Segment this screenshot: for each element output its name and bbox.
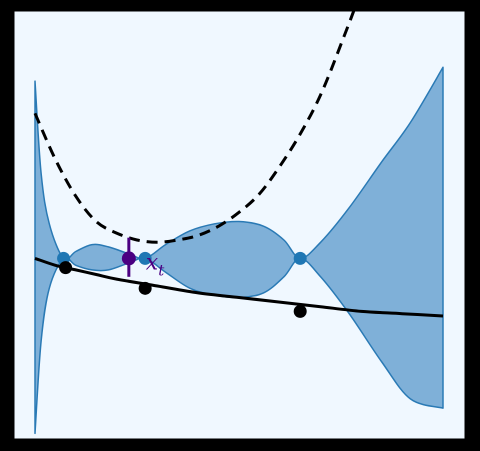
confidence-band: [34, 66, 444, 435]
xt-annotation: xt: [146, 250, 165, 279]
observation-point: [293, 251, 307, 265]
line-point: [138, 281, 152, 295]
line-point: [293, 304, 307, 318]
series-layer: [33, 11, 444, 435]
xt-annotation-symbol: x: [146, 250, 159, 275]
highlight-point: [121, 251, 136, 266]
dashed-curve: [33, 11, 356, 244]
xt-annotation-subscript: t: [158, 261, 165, 279]
line-point: [59, 261, 73, 275]
solid-line: [34, 256, 444, 318]
observation-point: [138, 251, 152, 265]
plot-area: [33, 11, 444, 435]
